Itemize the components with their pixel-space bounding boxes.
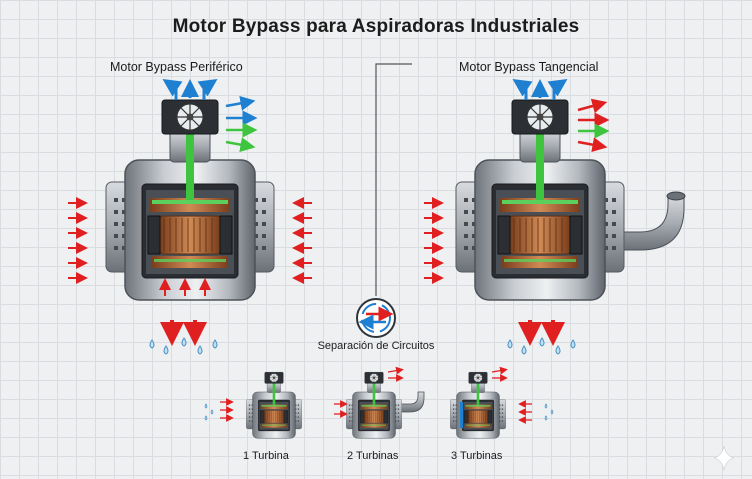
label-circuit-separation: Separación de Circuitos [317, 340, 435, 352]
cooling-air-top-arrows [512, 79, 568, 100]
divider-line [375, 63, 412, 296]
water-exhaust-arrows [160, 320, 207, 346]
label-peripheral-bypass: Motor Bypass Periférico [110, 60, 243, 74]
cooling-air-top-arrows [162, 79, 218, 100]
label-three-turbines: 3 Turbinas [451, 450, 503, 462]
suction-intake-left-arrows [424, 197, 444, 284]
variant-one-turbine [204, 371, 302, 439]
peripheral-bypass-motor [68, 79, 312, 355]
circuit-separation-icon [356, 298, 396, 338]
label-tangential-bypass: Motor Bypass Tangencial [459, 60, 599, 74]
tangential-bypass-motor [424, 79, 686, 355]
diagram-title: Motor Bypass para Aspiradoras Industrial… [172, 16, 580, 37]
cooling-air-exhaust-arrows [225, 95, 258, 153]
water-drop-icon [149, 337, 218, 355]
label-one-turbine: 1 Turbina [243, 450, 289, 462]
variant-three-turbines [450, 366, 554, 439]
label-two-turbines: 2 Turbinas [347, 450, 399, 462]
water-drop-icon [507, 337, 576, 355]
sparkle-icon [713, 445, 735, 471]
variant-two-turbines [334, 366, 425, 439]
suction-intake-right-arrows [292, 197, 312, 284]
suction-intake-left-arrows [68, 197, 88, 284]
water-exhaust-arrows [518, 320, 565, 346]
hot-air-exhaust-arrows [577, 98, 610, 153]
bottom-up-arrows [159, 278, 211, 296]
